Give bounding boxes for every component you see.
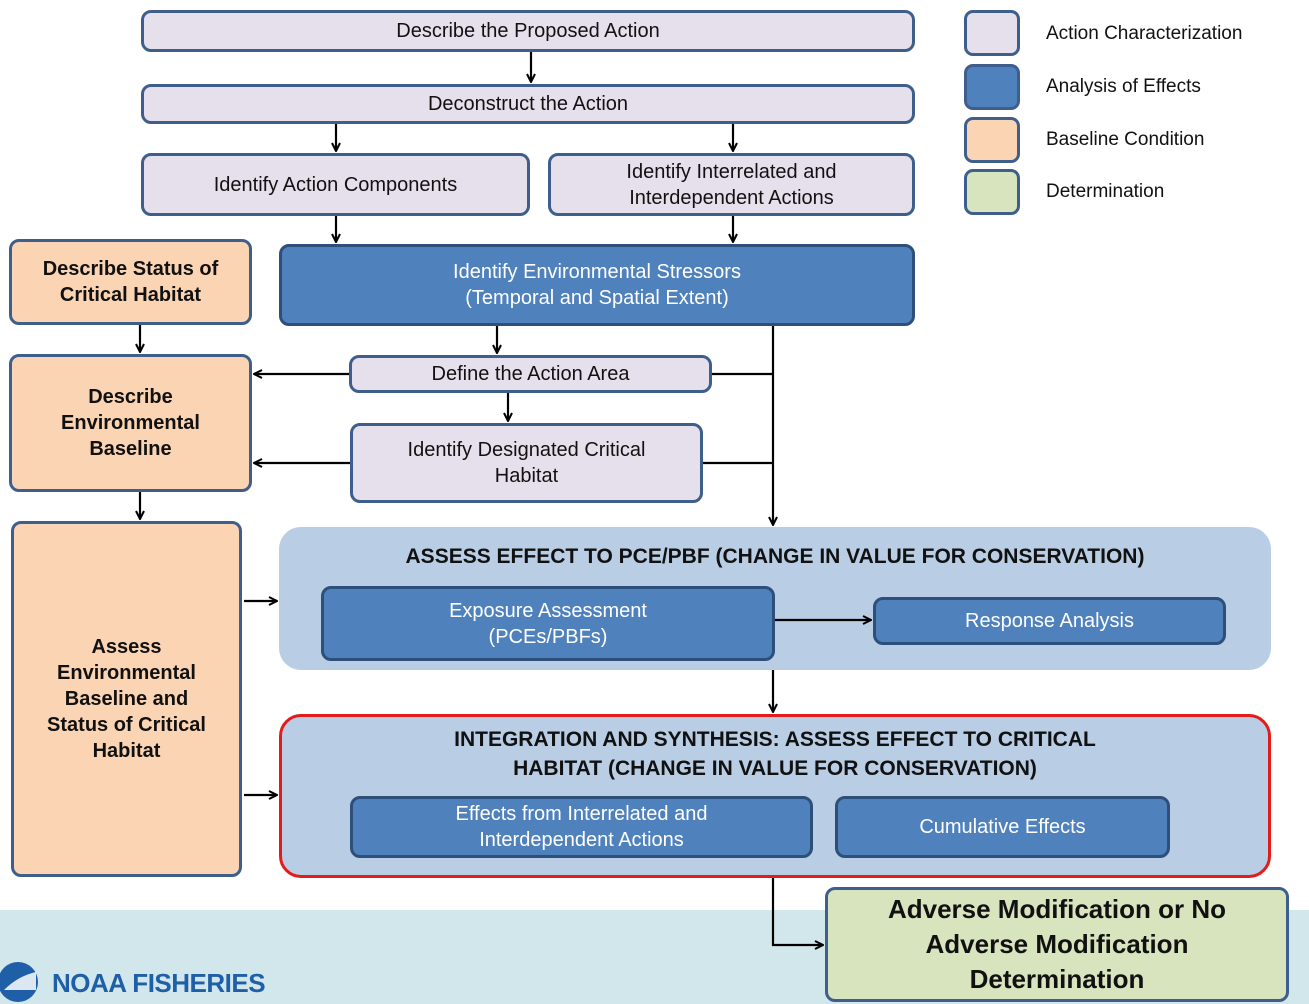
legend-swatch-baseline-condition [964,117,1020,163]
determination-box: Adverse Modification or No Adverse Modif… [825,887,1289,1002]
deconstruct-action-box: Deconstruct the Action [141,84,915,124]
legend-swatch-analysis-of-effects [964,64,1020,110]
legend-swatch-action-characterization [964,10,1020,56]
legend-label-determination: Determination [1046,181,1165,202]
response-analysis-box: Response Analysis [873,597,1226,645]
identify-action-components-box: Identify Action Components [141,153,530,216]
cumulative-effects-box: Cumulative Effects [835,796,1170,858]
assess-baseline-status-box: Assess Environmental Baseline and Status… [11,521,242,877]
noaa-logo-icon [0,962,38,1002]
assess-pce-pbf-title: ASSESS EFFECT TO PCE/PBF (CHANGE IN VALU… [405,545,1145,568]
legend-label-baseline-condition: Baseline Condition [1046,129,1205,150]
describe-proposed-action-box: Describe the Proposed Action [141,10,915,52]
legend-label-action-characterization: Action Characterization [1046,23,1243,44]
integration-synthesis-title: INTEGRATION AND SYNTHESIS: ASSESS EFFECT… [454,728,1096,781]
identify-environmental-stressors-box: Identify Environmental Stressors (Tempor… [279,244,915,326]
identify-interrelated-actions-box: Identify Interrelated and Interdependent… [548,153,915,216]
legend-swatch-determination [964,169,1020,215]
arrow-integration-to-determination [771,878,823,945]
define-action-area-box: Define the Action Area [349,355,712,393]
describe-status-critical-habitat-box: Describe Status of Critical Habitat [9,239,252,325]
describe-environmental-baseline-box: Describe Environmental Baseline [9,354,252,492]
legend-label-analysis-of-effects: Analysis of Effects [1046,76,1201,97]
effects-interrelated-actions-box: Effects from Interrelated and Interdepen… [350,796,813,858]
noaa-fisheries-logo-text: NOAA FISHERIES [52,968,266,998]
exposure-assessment-box: Exposure Assessment (PCEs/PBFs) [321,586,775,661]
identify-designated-critical-habitat-box: Identify Designated Critical Habitat [350,423,703,503]
